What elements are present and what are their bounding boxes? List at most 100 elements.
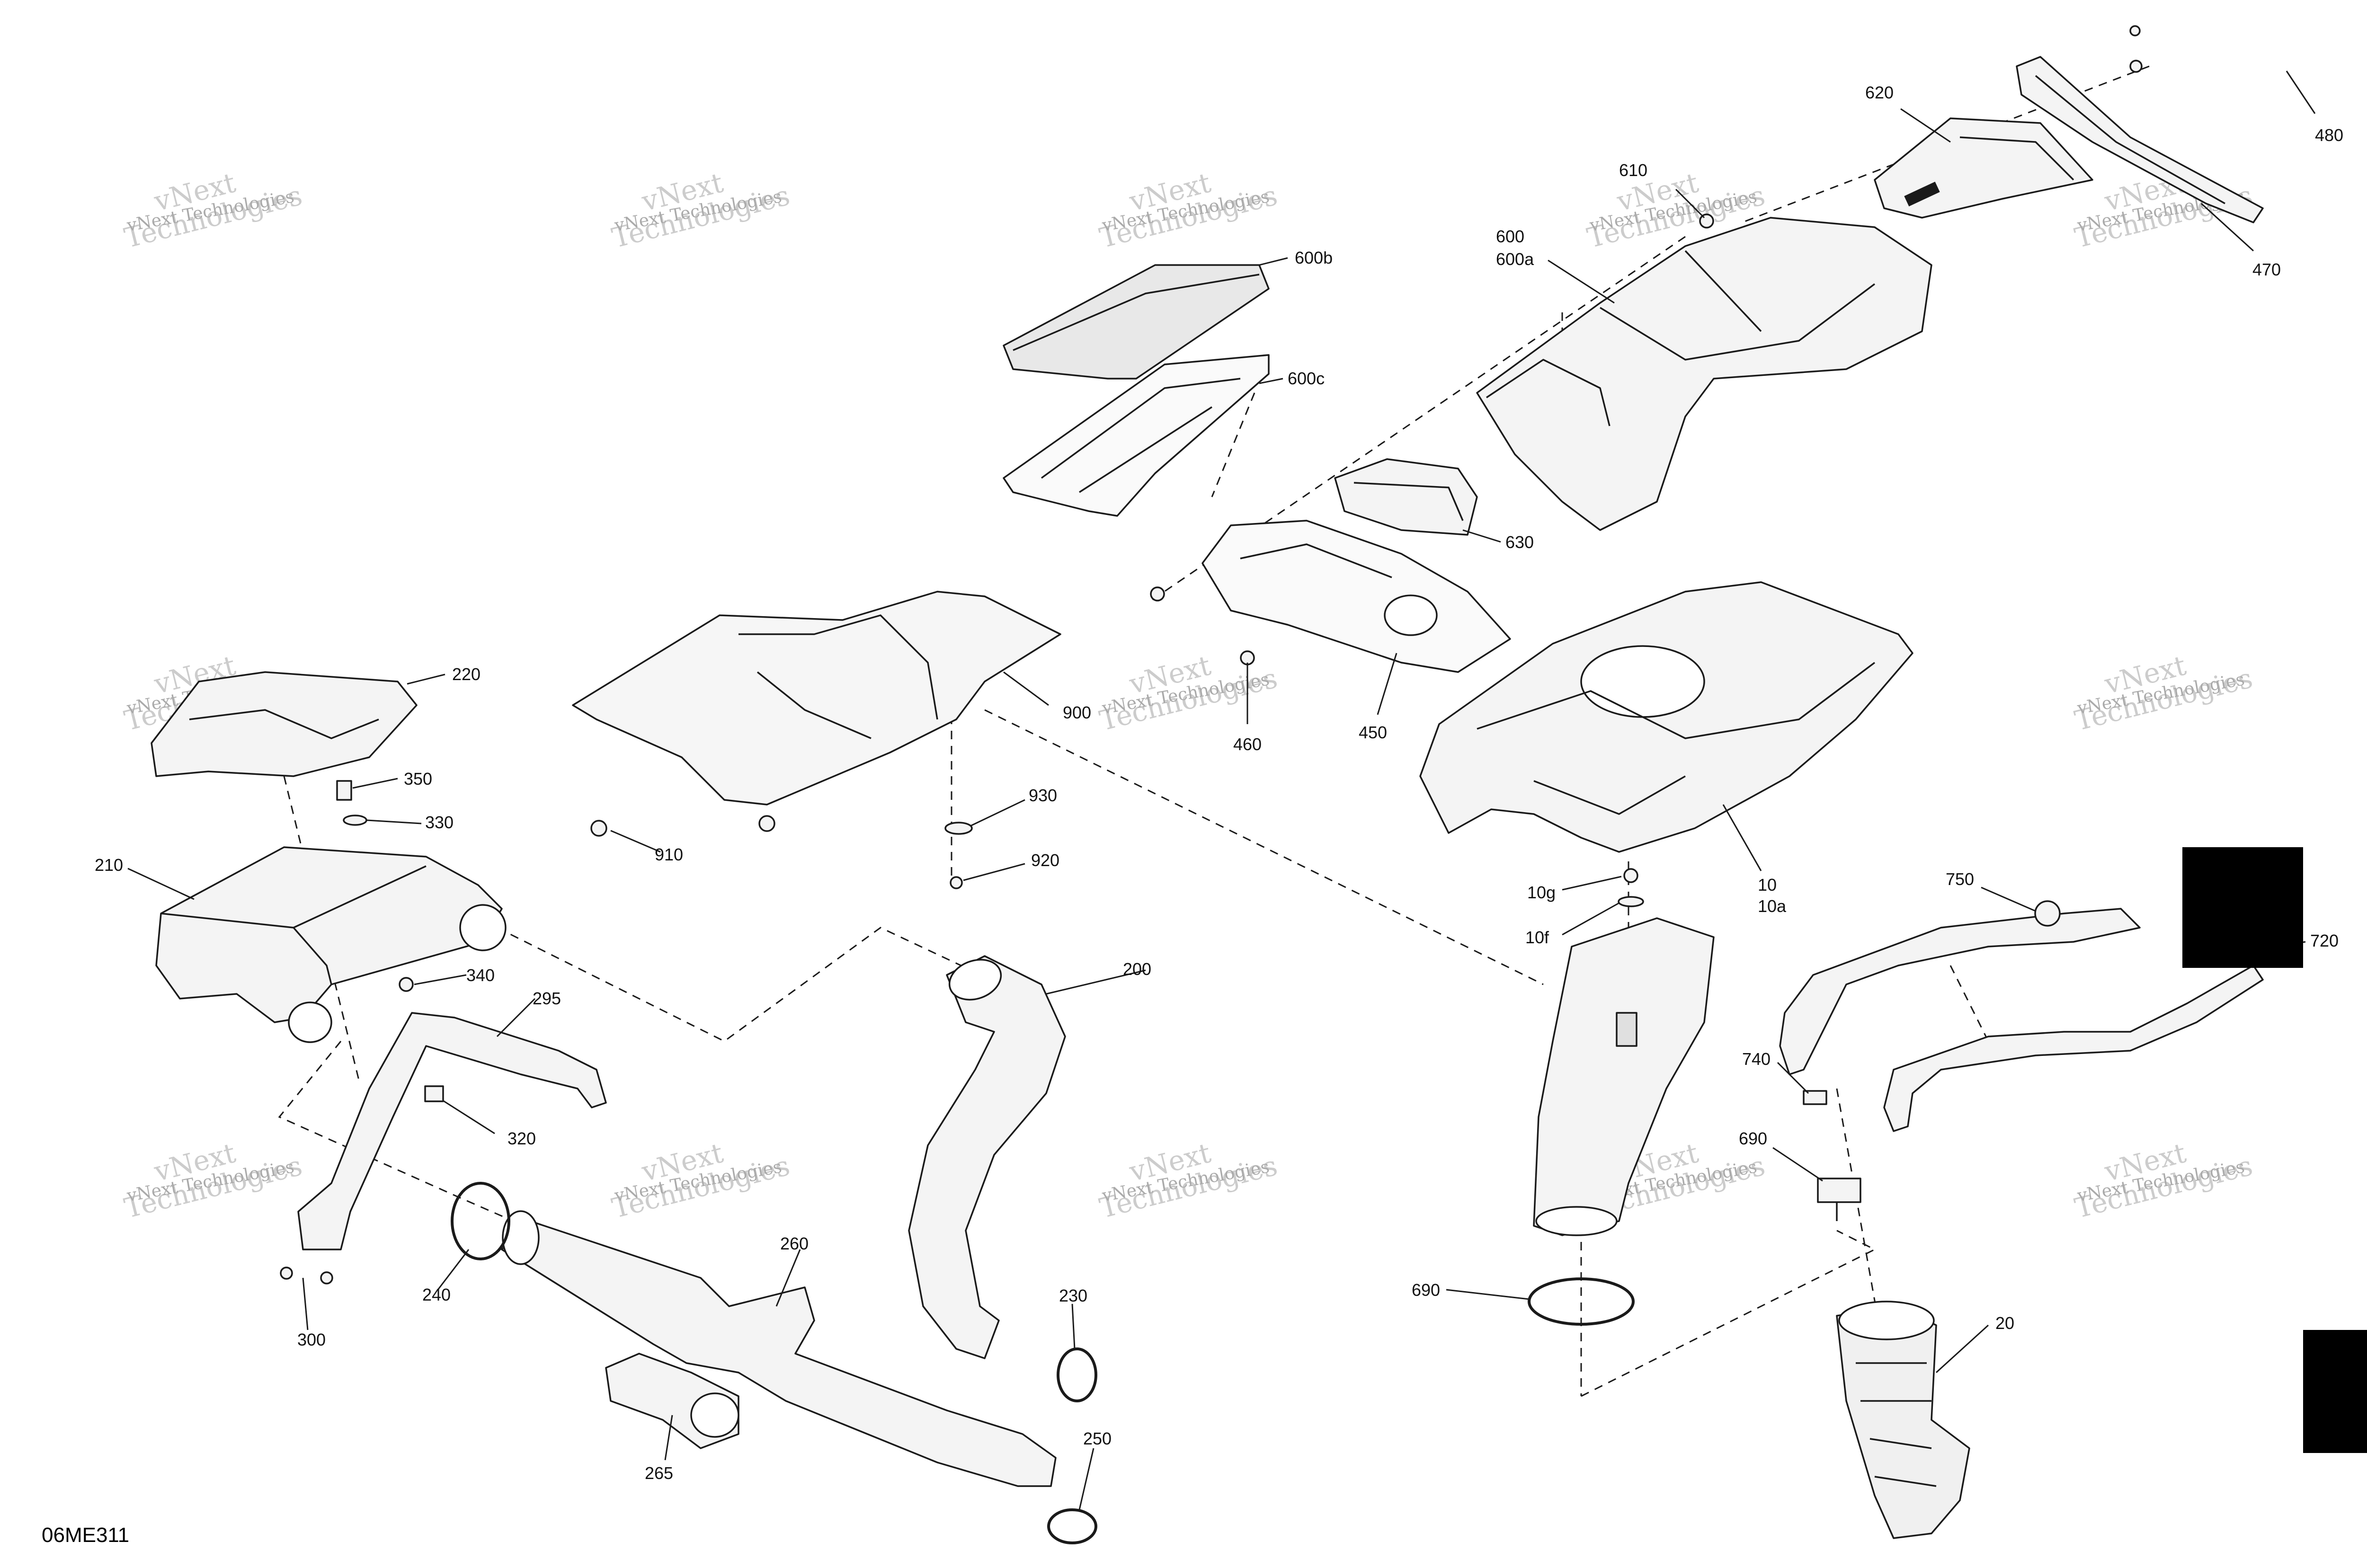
callout-600: 600 [1496, 227, 1524, 246]
leader-920 [963, 863, 1025, 881]
callout-330: 330 [425, 813, 454, 832]
leader-470 [2200, 203, 2254, 252]
callout-320: 320 [507, 1129, 536, 1148]
part-600-airbox [1476, 217, 1932, 531]
callout-20: 20 [1995, 1313, 2014, 1333]
part-450-frame [1201, 520, 1511, 673]
callout-labels: 480 620 470 610 600 600a 600b 600c 630 4… [95, 83, 2343, 1483]
part-240-clamp [451, 1182, 510, 1260]
callout-620: 630 [1505, 532, 1534, 552]
part-450-frame-edge [1240, 543, 1392, 578]
part-10f-housing [1533, 917, 1715, 1236]
part-200-hose [908, 955, 1066, 1359]
callout-450: 450 [1359, 723, 1387, 742]
dr-label-plate [1904, 181, 1940, 207]
redaction-box-right-upper [2182, 847, 2303, 968]
leader-480 [2286, 71, 2316, 114]
callout-740: 740 [1742, 1049, 1771, 1069]
part-260-tube-end [502, 1210, 540, 1265]
fastener [1150, 586, 1165, 602]
callout-720: 690 [1739, 1129, 1767, 1148]
dash-line [1150, 236, 1686, 602]
leader-720 [1772, 1147, 1823, 1182]
part-300-nut [320, 1271, 333, 1285]
part-210-intercooler [155, 846, 503, 1023]
leader-265 [664, 1415, 673, 1461]
leader-10 [1722, 804, 1762, 871]
part-600c-frame-ribs [1041, 378, 1241, 493]
leader-210 [127, 868, 195, 900]
callout-300: 300 [297, 1330, 326, 1349]
part-600b-cover-edge [1013, 274, 1260, 351]
leader-600 [1548, 259, 1615, 304]
dr-label-plate-bg [1904, 181, 1940, 207]
leader-450 [1377, 653, 1397, 715]
part-300-nut [280, 1267, 293, 1280]
leader-740 [1777, 1062, 1809, 1094]
leader-295 [496, 998, 536, 1037]
callout-250: 250 [1083, 1429, 1112, 1448]
part-210-intercooler-edges [160, 865, 427, 985]
part-210-outlet [459, 904, 507, 951]
part-460-screw [1240, 650, 1255, 665]
part-330-washer [343, 815, 367, 826]
callout-600b: 600b [1295, 248, 1333, 267]
leader-340 [414, 974, 467, 985]
part-10f-outlet [1535, 1206, 1618, 1236]
part-220-cover-edge [189, 709, 379, 739]
part-600c-frame [1003, 354, 1270, 517]
part-920-bolt [950, 876, 963, 889]
part-210-inlet [288, 1001, 332, 1043]
leader-10g [1562, 876, 1622, 891]
part-10f-spring [1616, 1012, 1637, 1047]
part-720-fitting [1817, 1178, 1861, 1221]
dash-line [1949, 965, 1989, 1042]
callout-200: 200 [1123, 959, 1151, 979]
callout-900: 900 [1063, 703, 1091, 722]
callout-630: 620 [1865, 83, 1894, 102]
part-260-tube [501, 1220, 1057, 1487]
part-295-bracket [297, 1012, 607, 1250]
leader-690 [1446, 1289, 1530, 1300]
callout-610: 610 [1619, 160, 1647, 180]
part-10f-washer [1618, 896, 1644, 907]
leader-910 [610, 830, 661, 853]
dash-line [497, 927, 961, 1042]
leader-330 [366, 819, 422, 824]
leader-750 [1981, 886, 2036, 912]
callout-10a: 10a [1758, 896, 1787, 916]
leader-930 [970, 799, 1025, 827]
callout-265: 265 [645, 1463, 673, 1483]
callout-480: 480 [2315, 125, 2343, 145]
leader-300 [302, 1277, 309, 1330]
callout-750: 750 [1946, 869, 1974, 889]
leader-260 [775, 1249, 801, 1307]
part-740-clamp [1803, 1090, 1827, 1105]
leader-600b [1259, 257, 1288, 266]
leader-230 [1071, 1303, 1076, 1349]
part-10-ribs [1477, 662, 1876, 815]
leader-10f [1562, 902, 1620, 936]
callout-210: 210 [95, 855, 123, 875]
part-10-opening [1580, 645, 1705, 718]
part-620-duct [1334, 458, 1478, 536]
part-265-elbow-end [690, 1392, 739, 1438]
part-600-airbox-ridge [1600, 283, 1876, 361]
dash-line [1581, 1230, 1877, 1397]
part-480-screw [2129, 60, 2143, 73]
part-930-washer [944, 822, 973, 835]
callout-690: 690 [1412, 1280, 1440, 1300]
part-620-duct-inner [1353, 482, 1464, 521]
leader-250 [1078, 1448, 1095, 1510]
part-900-heat-shield [572, 591, 1061, 806]
callout-470: 470 [2252, 260, 2281, 279]
leader-240 [437, 1249, 470, 1290]
part-230-clamp [1057, 1347, 1097, 1402]
parts-layer [151, 25, 2264, 1544]
leader-600c [1259, 378, 1283, 384]
